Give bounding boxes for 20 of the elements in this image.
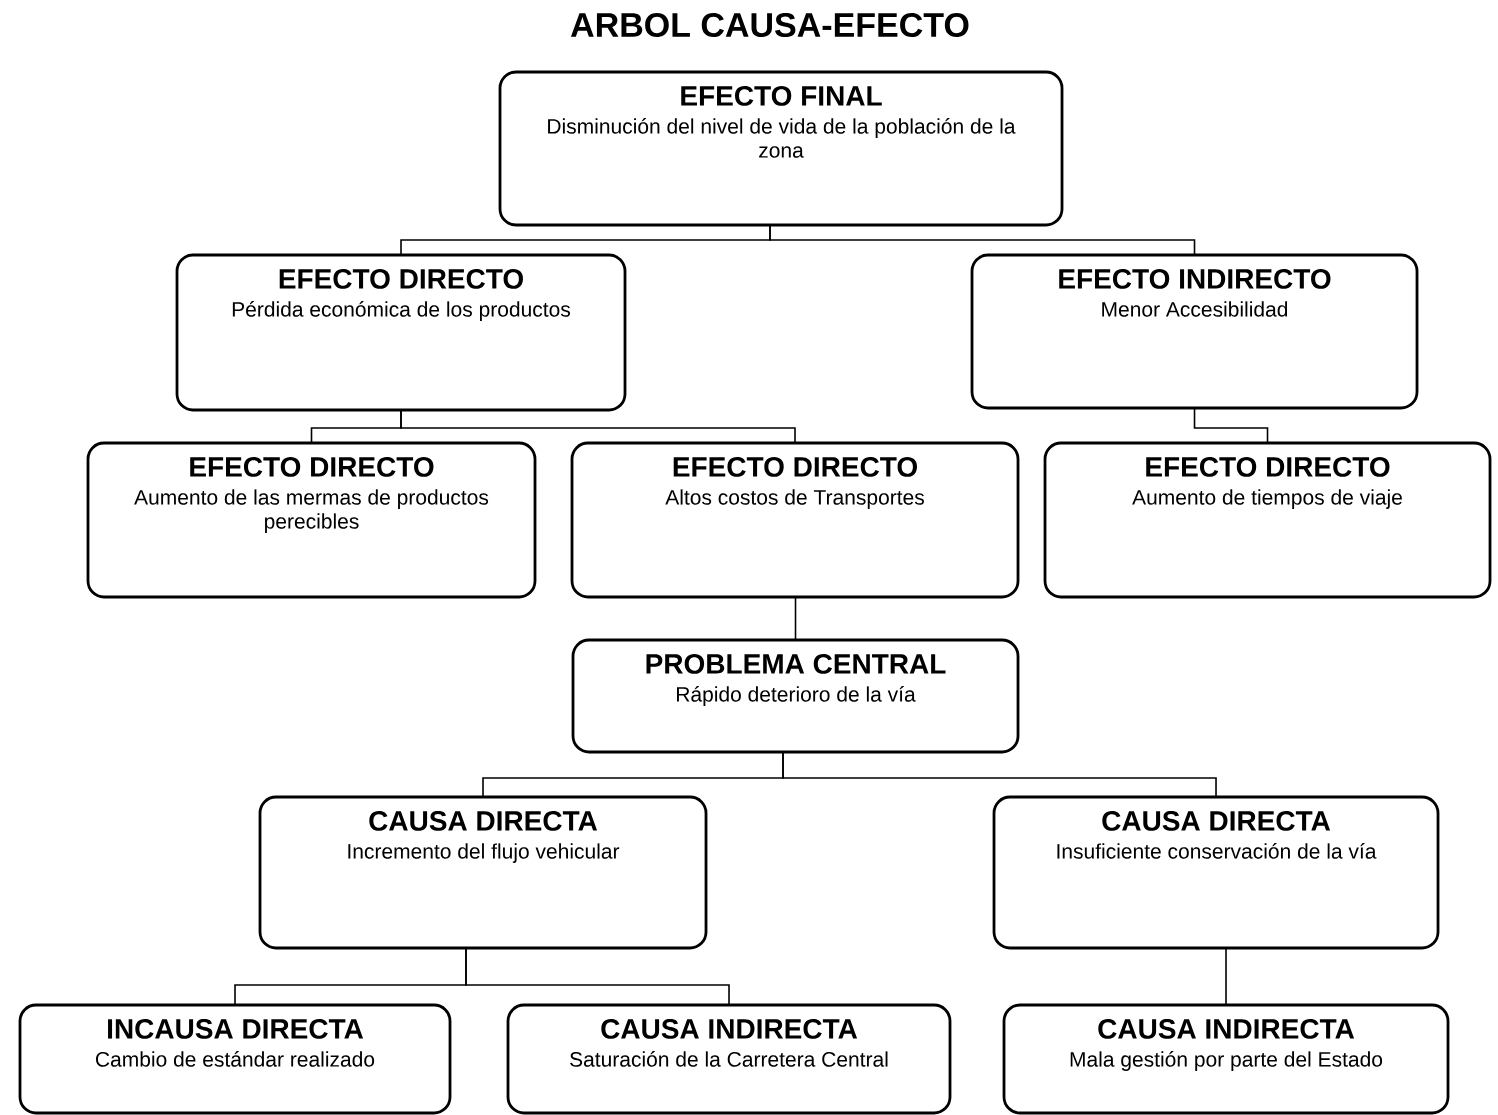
node-box: EFECTO DIRECTO Aumento de tiempos de viaje: [1043, 441, 1492, 599]
node-box: EFECTO DIRECTO Altos costos de Transportes: [570, 441, 1020, 599]
connector-line: [794, 596, 797, 641]
node-box: EFECTO INDIRECTO Menor Accesibilidad: [970, 253, 1419, 410]
connector-line: [782, 751, 1217, 798]
node-box: EFECTO DIRECTO Pérdida económica de los productos: [175, 253, 627, 412]
connector-line: [465, 947, 730, 1006]
connector-line: [1193, 407, 1269, 444]
node-box: CAUSA INDIRECTA Saturación de la Carretera Central: [506, 1003, 952, 1115]
node-box: INCAUSA DIRECTA Cambio de estándar realizado: [18, 1003, 452, 1115]
node-box: CAUSA INDIRECTA Mala gestión por parte del Estado: [1002, 1003, 1450, 1115]
node-box: EFECTO FINAL Disminución del nivel de vida de la población de la zona: [498, 70, 1064, 227]
connector-line: [400, 409, 796, 444]
node-box: EFECTO DIRECTO Aumento de las mermas de productos perecibles: [86, 441, 537, 599]
node-box: CAUSA DIRECTA Incremento del flujo vehicular: [258, 795, 708, 950]
connector-line: [769, 224, 1196, 256]
node-box: CAUSA DIRECTA Insuficiente conservación de la vía: [992, 795, 1440, 950]
title: ARBOL CAUSA-EFECTO: [570, 12, 969, 38]
connector-line: [1225, 947, 1227, 1006]
node-box: PROBLEMA CENTRAL Rápido deterioro de la vía: [571, 638, 1020, 754]
